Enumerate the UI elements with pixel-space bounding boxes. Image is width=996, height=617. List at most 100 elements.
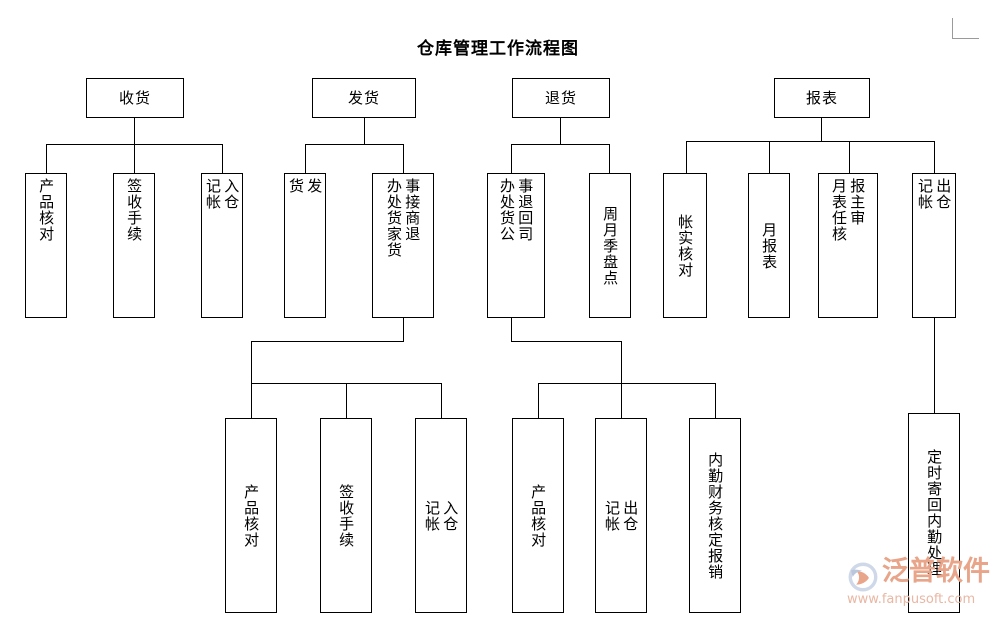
rep-mailback-label: 定时寄回内勤处理	[925, 449, 944, 577]
ret-company-label-right: 事退回司	[516, 178, 535, 242]
node-rc-check[interactable]: 产品核对	[512, 418, 564, 613]
recv-check-text: 产品核对	[26, 174, 66, 317]
node-shipping[interactable]: 发货	[312, 78, 416, 118]
rep-approve-label-left: 月表任核	[830, 178, 848, 242]
sr-sign-text: 签收手续	[321, 419, 371, 612]
node-recv-instore[interactable]: 入仓 记帐	[201, 173, 243, 318]
crop-mark-corner	[952, 18, 979, 39]
node-returns[interactable]: 退货	[512, 78, 610, 118]
rc-check-text: 产品核对	[513, 419, 563, 612]
node-rep-outstore[interactable]: 出仓 记帐	[912, 173, 956, 318]
rep-outstore-text: 出仓 记帐	[913, 174, 955, 317]
ship-return-label-left: 办处货家货	[385, 178, 403, 258]
node-ret-company[interactable]: 事退回司 办处货公	[487, 173, 545, 318]
node-sr-sign[interactable]: 签收手续	[320, 418, 372, 613]
recv-instore-text: 入仓 记帐	[202, 174, 242, 317]
node-rc-outstore[interactable]: 出仓 记帐	[595, 418, 647, 613]
node-sr-check[interactable]: 产品核对	[225, 418, 277, 613]
node-rc-finance[interactable]: 内勤财务核定报销	[689, 418, 741, 613]
connector-retcompany-drop-3	[715, 383, 716, 418]
connector-shipping-bus	[305, 144, 404, 145]
node-reports-label: 报表	[805, 88, 838, 107]
page-title: 仓库管理工作流程图	[417, 39, 579, 59]
node-returns-label: 退货	[544, 88, 577, 107]
rc-finance-text: 内勤财务核定报销	[690, 419, 740, 612]
connector-retcompany-stem	[511, 318, 512, 341]
ship-return-label-right: 事接商退	[403, 178, 422, 242]
rep-mailback-text: 定时寄回内勤处理	[909, 414, 959, 612]
ret-stocktake-label: 周月季盘点	[601, 205, 620, 286]
sr-instore-text: 入仓 记帐	[416, 419, 466, 612]
connector-returns-bus	[511, 144, 610, 145]
connector-receiving-stem	[134, 118, 135, 144]
ship-out-text: 发 货	[285, 174, 325, 317]
rep-approve-text: 报主审 月表任核	[819, 174, 877, 317]
node-recv-sign[interactable]: 签收手续	[113, 173, 155, 318]
connector-reports-drop-4	[934, 141, 935, 173]
connector-shipping-drop-2	[403, 144, 404, 173]
rc-outstore-text: 出仓 记帐	[596, 419, 646, 612]
connector-reports-drop-1	[686, 141, 687, 173]
connector-retcompany-bus	[538, 383, 715, 384]
connector-returns-drop-1	[511, 144, 512, 173]
sr-check-label: 产品核对	[242, 483, 261, 548]
connector-retcompany-drop-2	[621, 383, 622, 418]
connector-repoutstore-drop	[934, 318, 935, 413]
sr-sign-label: 签收手续	[337, 483, 356, 548]
rep-reconcile-label: 帐实核对	[676, 213, 695, 278]
connector-retcompany-drop-1	[538, 383, 539, 418]
connector-shipreturn-riser	[251, 341, 252, 383]
node-reports[interactable]: 报表	[774, 78, 870, 118]
recv-sign-label: 签收手续	[125, 178, 144, 242]
node-rep-mailback[interactable]: 定时寄回内勤处理	[908, 413, 960, 613]
recv-sign-text: 签收手续	[114, 174, 154, 317]
rep-monthly-text: 月报表	[749, 174, 789, 317]
connector-receiving-drop-2	[134, 144, 135, 173]
node-shipping-label: 发货	[347, 88, 380, 107]
ship-return-text: 事接商退 办处货家货	[373, 174, 433, 317]
node-receiving-label: 收货	[118, 88, 151, 107]
node-rep-monthly[interactable]: 月报表	[748, 173, 790, 318]
connector-shipreturn-jog	[251, 341, 404, 342]
ret-stocktake-text: 周月季盘点	[590, 174, 630, 317]
connector-reports-drop-2	[769, 141, 770, 173]
rep-reconcile-text: 帐实核对	[664, 174, 706, 317]
connector-retcompany-riser	[621, 341, 622, 383]
node-sr-instore[interactable]: 入仓 记帐	[415, 418, 467, 613]
connector-shipping-stem	[364, 118, 365, 144]
sr-instore-label: 入仓 记帐	[423, 499, 460, 532]
connector-retcompany-jog	[511, 341, 621, 342]
node-recv-check[interactable]: 产品核对	[25, 173, 67, 318]
recv-instore-label: 入仓 记帐	[204, 178, 241, 210]
connector-shipreturn-drop-1	[251, 383, 252, 418]
ship-out-label: 发 货	[287, 178, 324, 194]
connector-reports-drop-3	[849, 141, 850, 173]
rep-approve-label-right: 报主审	[848, 178, 867, 226]
connector-returns-stem	[560, 118, 561, 144]
connector-shipreturn-stem	[403, 318, 404, 341]
connector-receiving-drop-1	[46, 144, 47, 173]
rep-monthly-label: 月报表	[760, 221, 779, 270]
ret-company-label-left: 办处货公	[498, 178, 516, 242]
sr-check-text: 产品核对	[226, 419, 276, 612]
node-ret-stocktake[interactable]: 周月季盘点	[589, 173, 631, 318]
connector-receiving-drop-3	[222, 144, 223, 173]
node-ship-return[interactable]: 事接商退 办处货家货	[372, 173, 434, 318]
connector-shipping-drop-1	[305, 144, 306, 173]
connector-shipreturn-drop-2	[346, 383, 347, 418]
connector-reports-bus	[686, 141, 934, 142]
rc-check-label: 产品核对	[529, 483, 548, 548]
recv-check-label: 产品核对	[37, 178, 56, 242]
node-rep-reconcile[interactable]: 帐实核对	[663, 173, 707, 318]
ret-company-text: 事退回司 办处货公	[488, 174, 544, 317]
node-rep-approve[interactable]: 报主审 月表任核	[818, 173, 878, 318]
connector-shipreturn-drop-3	[441, 383, 442, 418]
connector-returns-drop-2	[609, 144, 610, 173]
connector-reports-stem	[821, 118, 822, 141]
node-ship-out[interactable]: 发 货	[284, 173, 326, 318]
rc-outstore-label: 出仓 记帐	[603, 499, 640, 532]
rc-finance-label: 内勤财务核定报销	[706, 451, 725, 580]
node-receiving[interactable]: 收货	[86, 78, 184, 118]
fanpu-logo-icon	[848, 562, 878, 592]
